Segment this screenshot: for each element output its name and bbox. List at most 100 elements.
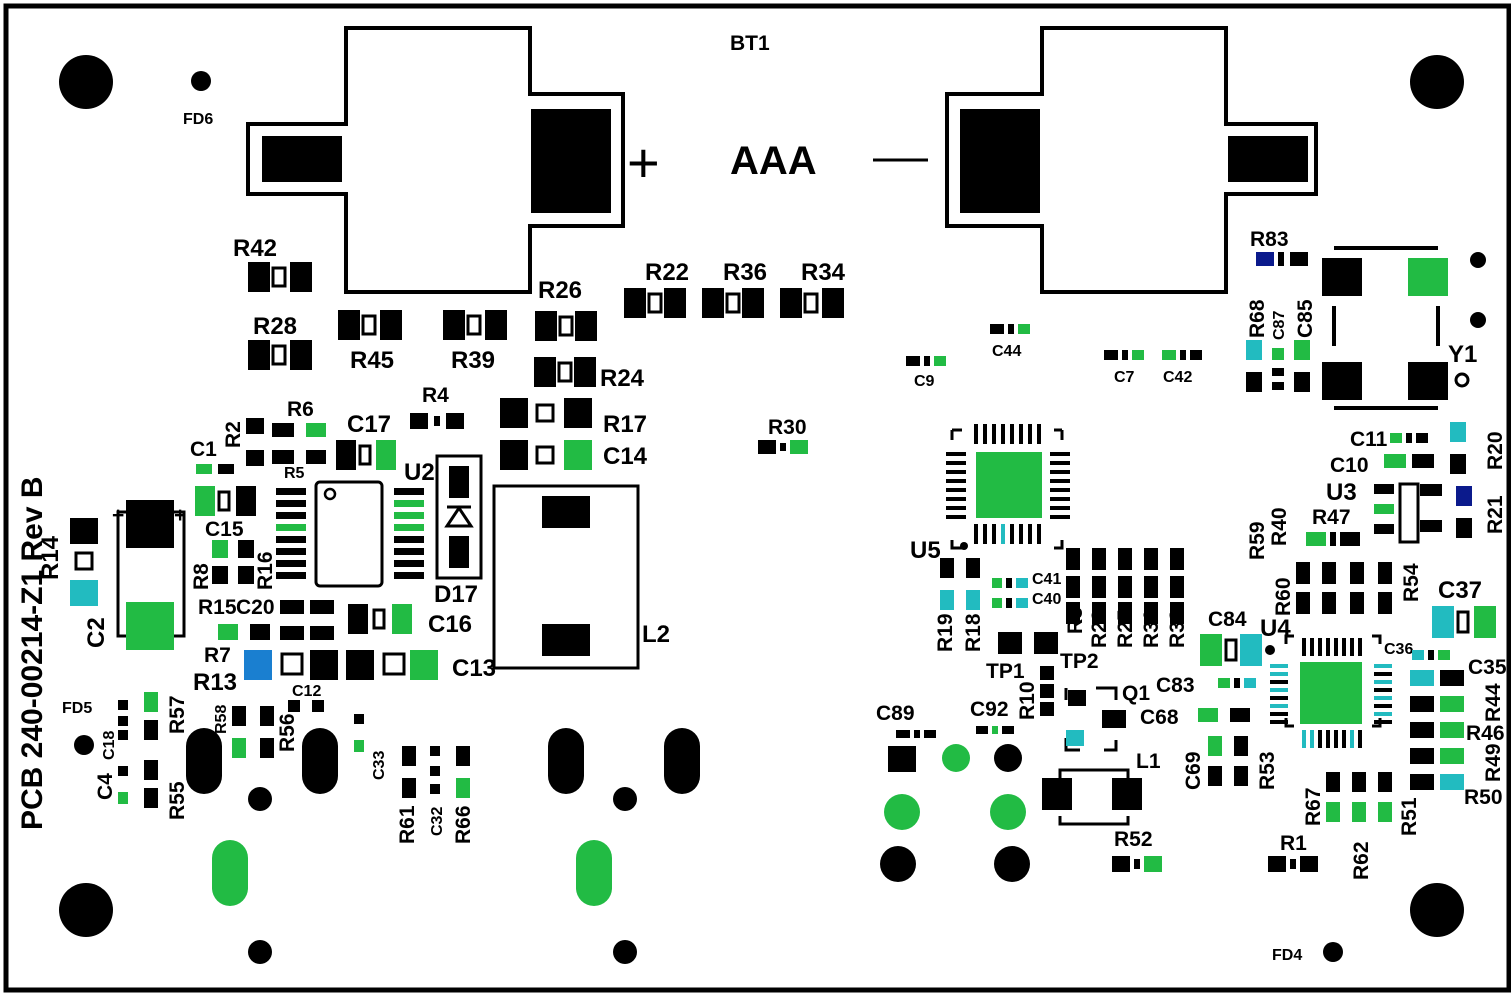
label-r42: R42 [233, 235, 277, 262]
label-r13: R13 [193, 669, 237, 696]
label-c12: C12 [292, 683, 321, 700]
label-c16: C16 [428, 611, 472, 638]
diode-d17-outline [435, 454, 483, 580]
pads-bottom-left [118, 692, 470, 808]
label-c89: C89 [876, 702, 915, 725]
ic-u2-pins-left [276, 488, 306, 579]
pad-r14-top [70, 518, 98, 544]
battery-ref: BT1 [730, 32, 770, 55]
label-u2: U2 [404, 459, 435, 486]
label-y1: Y1 [1448, 341, 1477, 368]
label-r47: R47 [1312, 506, 1351, 529]
label-r3: R3 [1064, 607, 1087, 634]
ic-u2-pin1 [323, 487, 337, 501]
ic-u5 [946, 424, 1070, 550]
pads-r83-area [1246, 252, 1310, 392]
battery-pad-left-outer [262, 136, 342, 182]
label-l1: L1 [1136, 750, 1161, 773]
board-title: PCB 240-00214-Z1 Rev B [16, 476, 49, 830]
mounting-hole-tr [1410, 55, 1464, 109]
label-r66: R66 [452, 805, 475, 844]
label-r22: R22 [645, 259, 689, 286]
label-r14: R14 [37, 535, 64, 580]
label-r53: R53 [1256, 751, 1279, 790]
pads-u4-top [1200, 532, 1496, 666]
label-c44: C44 [992, 343, 1021, 360]
diode-d17-pad-top [449, 466, 469, 498]
pads-c89-c92 [880, 726, 1030, 882]
label-c35: C35 [1468, 656, 1507, 679]
board-outline [3, 3, 1511, 993]
pad-r52 [1112, 856, 1162, 872]
inductor-l1-pad-right [1112, 778, 1142, 810]
label-r31: R31 [1140, 609, 1163, 648]
transistor-q1-outline [1064, 686, 1118, 752]
label-r55: R55 [166, 781, 189, 820]
fiducial-fd6 [191, 71, 211, 91]
label-c69: C69 [1182, 751, 1205, 790]
label-r83: R83 [1250, 228, 1289, 251]
label-c68: C68 [1140, 706, 1179, 729]
label-r54: R54 [1400, 563, 1423, 602]
label-r44: R44 [1482, 683, 1505, 722]
label-r49: R49 [1482, 743, 1505, 782]
label-r67: R67 [1302, 787, 1325, 826]
label-c92: C92 [970, 698, 1009, 721]
cap-c2-pad-bottom [126, 602, 174, 650]
label-r45: R45 [350, 347, 394, 374]
label-r62: R62 [1350, 841, 1373, 880]
mounting-hole-tl [59, 55, 113, 109]
battery-clip-right [945, 26, 1318, 294]
label-r8: R8 [190, 563, 213, 590]
label-q1: Q1 [1122, 682, 1150, 705]
label-r32: R32 [1166, 609, 1189, 648]
label-tp2: TP2 [1060, 650, 1099, 673]
pad-r14-mid [74, 551, 94, 571]
label-r6: R6 [287, 398, 314, 421]
label-u3: U3 [1326, 479, 1357, 506]
pads-caps-middle [906, 324, 1202, 366]
battery-clip-left [246, 26, 625, 294]
cap-c2-plus: + [112, 504, 124, 527]
pads-u5-area [940, 548, 1184, 716]
label-r40: R40 [1268, 507, 1291, 546]
label-c10: C10 [1330, 454, 1369, 477]
transistor-q1-pad-1 [1068, 690, 1086, 706]
inductor-l2-pad-bottom [542, 624, 590, 656]
label-c84: C84 [1208, 608, 1247, 631]
label-l2: L2 [642, 621, 670, 648]
inductor-l2-outline [492, 484, 640, 670]
label-d17: D17 [434, 581, 478, 608]
label-r19: R19 [934, 613, 957, 652]
diode-d17-pad-bottom [449, 536, 469, 568]
battery-pad-right-outer [1228, 136, 1308, 182]
label-r26: R26 [538, 277, 582, 304]
label-c20: C20 [236, 596, 275, 619]
label-c4: C4 [94, 773, 117, 800]
mounting-hole-bl [59, 883, 113, 937]
label-r21: R21 [1484, 495, 1507, 534]
mounting-hole-br [1410, 883, 1464, 937]
label-r57: R57 [166, 695, 189, 734]
label-c13: C13 [452, 655, 496, 682]
ic-u2-body [314, 480, 384, 588]
label-r20: R20 [1484, 431, 1507, 470]
label-r51: R51 [1398, 797, 1421, 836]
pad-r30 [758, 440, 808, 454]
label-r2: R2 [222, 421, 245, 448]
label-c9: C9 [914, 373, 935, 390]
label-c87: C87 [1271, 311, 1288, 340]
cap-c2-outline [116, 510, 186, 638]
pad-r4 [410, 413, 464, 429]
transistor-q1-pad-3 [1102, 710, 1126, 728]
inductor-l2-pad-top [542, 496, 590, 528]
label-r1: R1 [1280, 832, 1307, 855]
label-r46: R46 [1466, 722, 1505, 745]
battery-pad-left-inner [531, 109, 611, 213]
fiducial-fd4 [1323, 942, 1343, 962]
label-c40: C40 [1032, 591, 1061, 608]
label-r36: R36 [723, 259, 767, 286]
label-c36: C36 [1384, 641, 1413, 658]
label-r68: R68 [1246, 299, 1269, 338]
